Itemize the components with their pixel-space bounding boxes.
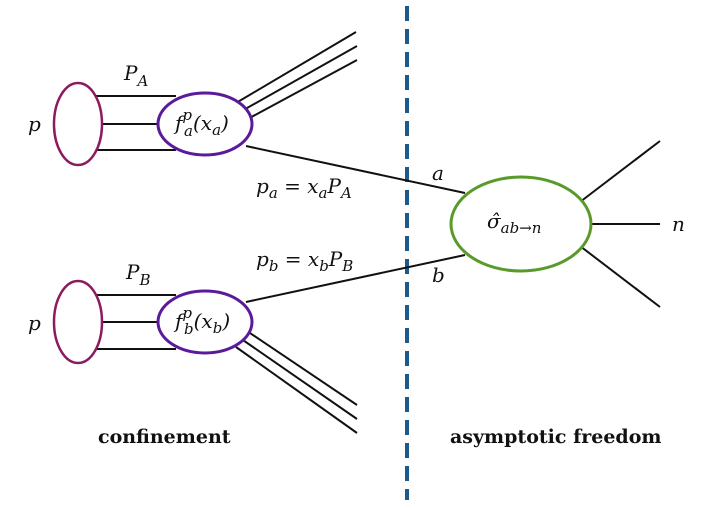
- parton-a-momentum-label: pa = xaPA: [256, 174, 352, 202]
- asymptotic-freedom-label: asymptotic freedom: [450, 426, 662, 448]
- proton-top-label: p: [28, 112, 41, 136]
- proton-bottom-label: p: [28, 311, 41, 335]
- parton-b-line: [245, 254, 466, 303]
- pdf-a-ellipse: [156, 91, 254, 157]
- momentum-A-label: PA: [123, 61, 148, 90]
- proton-top-group: [52, 31, 466, 194]
- pdf-b-ellipse: [156, 289, 254, 355]
- parton-b-label: b: [432, 263, 445, 287]
- proton-bottom-group: [52, 254, 466, 434]
- confinement-label: confinement: [98, 426, 231, 448]
- momentum-B-label: PB: [125, 260, 151, 289]
- parton-a-line: [245, 145, 466, 194]
- parton-a-label: a: [432, 161, 444, 185]
- hard-process-ellipse: [449, 175, 593, 273]
- hard-process-group: [449, 140, 661, 308]
- parton-b-momentum-label: pb = xbPB: [256, 247, 353, 275]
- proton-bottom-ellipse: [52, 279, 104, 365]
- cross-section-label: σ̂ab→n: [487, 209, 541, 237]
- final-state-label: n: [672, 212, 685, 236]
- proton-top-ellipse: [52, 81, 104, 167]
